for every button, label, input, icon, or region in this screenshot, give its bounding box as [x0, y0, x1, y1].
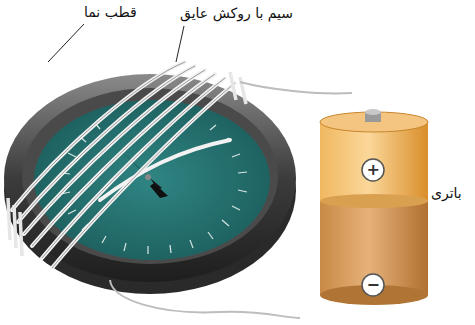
part-label: باتری — [431, 186, 462, 201]
part-label: سیم با روکش عایق — [180, 6, 293, 21]
leader-line — [48, 24, 84, 62]
battery-body — [320, 122, 428, 202]
compass-ticks — [61, 123, 247, 254]
wire-coil — [12, 62, 235, 268]
battery-top — [320, 112, 428, 132]
part-label: قطب نما — [84, 5, 137, 20]
compass-pivot — [145, 174, 151, 180]
terminal-sign: + — [367, 162, 380, 178]
terminal-circle — [362, 274, 384, 296]
compass-needle — [150, 183, 168, 198]
wire-coil-outline — [12, 62, 235, 268]
wire-lead — [110, 280, 300, 318]
battery-body — [320, 200, 428, 295]
battery-terminal — [365, 109, 381, 115]
terminal-sign: − — [367, 277, 380, 293]
wire-lead — [240, 82, 352, 93]
terminal-circle — [362, 159, 384, 181]
battery-band — [320, 194, 428, 208]
leader-line — [176, 26, 184, 62]
wire-coil-edge — [8, 72, 246, 256]
compass-rim — [4, 74, 296, 282]
